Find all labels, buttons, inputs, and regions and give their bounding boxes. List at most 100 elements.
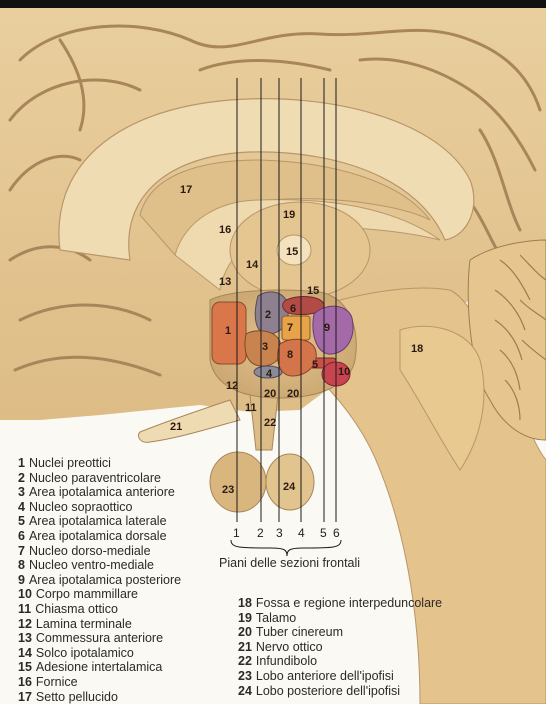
legend-left: 1 Nuclei preottici 2 Nucleo paraventricolar… (18, 456, 181, 704)
legend-label: Corpo mammillare (36, 587, 138, 601)
top-border (0, 0, 546, 8)
label-11: 11 (245, 402, 257, 414)
label-8: 8 (287, 349, 293, 361)
legend-number: 22 (238, 654, 252, 668)
label-15a: 15 (286, 246, 298, 258)
legend-number: 24 (238, 684, 252, 698)
legend-label: Nucleo dorso-mediale (29, 544, 151, 558)
label-2: 2 (265, 309, 271, 321)
legend-label: Lamina terminale (36, 617, 132, 631)
label-19: 19 (283, 209, 295, 221)
legend-item-2: 2 Nucleo paraventricolare (18, 471, 181, 486)
legend-item-16: 16 Fornice (18, 675, 181, 690)
label-5: 5 (312, 359, 318, 371)
planes-caption: Piani delle sezioni frontali (219, 556, 360, 570)
plane-number-2: 2 (257, 526, 264, 540)
legend-label: Area ipotalamica posteriore (29, 573, 181, 587)
planes-bracket (231, 540, 341, 556)
legend-label: Adesione intertalamica (36, 660, 162, 674)
legend-item-20: 20 Tuber cinereum (238, 625, 442, 640)
legend-label: Area ipotalamica dorsale (29, 529, 167, 543)
legend-label: Lobo anteriore dell'ipofisi (256, 669, 394, 683)
legend-item-12: 12 Lamina terminale (18, 617, 181, 632)
label-23: 23 (222, 484, 234, 496)
legend-label: Commessura anteriore (36, 631, 163, 645)
legend-number: 6 (18, 529, 25, 543)
legend-item-10: 10 Corpo mammillare (18, 587, 181, 602)
legend-number: 9 (18, 573, 25, 587)
legend-label: Nucleo ventro-mediale (29, 558, 154, 572)
legend-label: Tuber cinereum (256, 625, 343, 639)
legend-number: 1 (18, 456, 25, 470)
legend-label: Infundibolo (256, 654, 317, 668)
legend-number: 17 (18, 690, 32, 704)
label-3: 3 (262, 341, 268, 353)
legend-label: Solco ipotalamico (36, 646, 134, 660)
label-10: 10 (338, 366, 350, 378)
label-7: 7 (287, 322, 293, 334)
legend-number: 5 (18, 514, 25, 528)
legend-number: 18 (238, 596, 252, 610)
legend-item-23: 23 Lobo anteriore dell'ipofisi (238, 669, 442, 684)
legend-item-13: 13 Commessura anteriore (18, 631, 181, 646)
label-14: 14 (246, 259, 259, 271)
legend-number: 13 (18, 631, 32, 645)
label-4: 4 (266, 368, 273, 380)
legend-label: Lobo posteriore dell'ipofisi (256, 684, 400, 698)
legend-item-22: 22 Infundibolo (238, 654, 442, 669)
legend-label: Fossa e regione interpeduncolare (256, 596, 442, 610)
label-12: 12 (226, 380, 238, 392)
label-9: 9 (324, 322, 330, 334)
label-22: 22 (264, 417, 276, 429)
legend-item-3: 3Area ipotalamica anteriore (18, 485, 181, 500)
legend-item-1: 1 Nuclei preottici (18, 456, 181, 471)
legend-label: Talamo (256, 611, 296, 625)
legend-number: 19 (238, 611, 252, 625)
legend-number: 21 (238, 640, 252, 654)
legend-item-19: 19 Talamo (238, 611, 442, 626)
legend-number: 4 (18, 500, 25, 514)
label-15b: 15 (307, 285, 319, 297)
legend-label: Setto pellucido (36, 690, 118, 704)
legend-number: 2 (18, 471, 25, 485)
label-17: 17 (180, 184, 192, 196)
label-20b: 20 (287, 388, 299, 400)
legend-item-15: 15 Adesione intertalamica (18, 660, 181, 675)
legend-number: 10 (18, 587, 32, 601)
label-13: 13 (219, 276, 231, 288)
label-20a: 20 (264, 388, 276, 400)
legend-item-24: 24 Lobo posteriore dell'ipofisi (238, 684, 442, 699)
label-6: 6 (290, 303, 296, 315)
plane-number-3: 3 (276, 526, 283, 540)
label-18: 18 (411, 343, 423, 355)
legend-label: Chiasma ottico (35, 602, 118, 616)
legend-number: 23 (238, 669, 252, 683)
legend-label: Nuclei preottici (29, 456, 111, 470)
legend-number: 3 (18, 485, 25, 499)
legend-item-9: 9 Area ipotalamica posteriore (18, 573, 181, 588)
legend-item-18: 18 Fossa e regione interpeduncolare (238, 596, 442, 611)
label-16: 16 (219, 224, 231, 236)
legend-number: 15 (18, 660, 32, 674)
label-24: 24 (283, 481, 296, 493)
legend-item-6: 6 Area ipotalamica dorsale (18, 529, 181, 544)
legend-number: 11 (18, 602, 31, 616)
label-21: 21 (170, 421, 182, 433)
legend-number: 16 (18, 675, 32, 689)
plane-number-1: 1 (233, 526, 240, 540)
legend-label: Fornice (36, 675, 78, 689)
legend-number: 20 (238, 625, 252, 639)
legend-number: 12 (18, 617, 32, 631)
legend-label: Nucleo paraventricolare (29, 471, 161, 485)
anterior-pituitary (210, 452, 266, 512)
legend-label: Nervo ottico (256, 640, 323, 654)
legend-item-21: 21 Nervo ottico (238, 640, 442, 655)
legend-right: 18 Fossa e regione interpeduncolare 19 Tala… (238, 596, 442, 698)
plane-number-5: 5 (320, 526, 327, 540)
